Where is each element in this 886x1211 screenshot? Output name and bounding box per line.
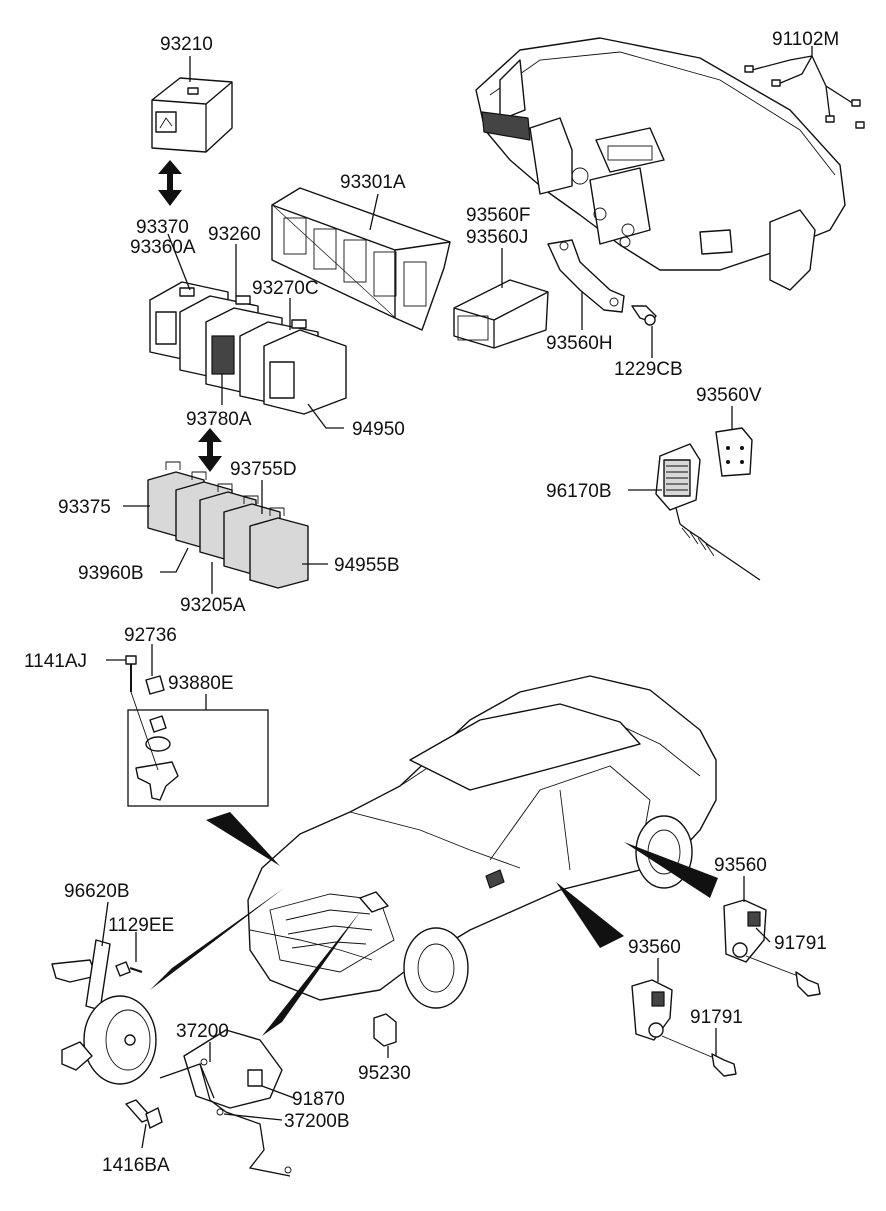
- label-1416BA: 1416BA: [102, 1155, 170, 1176]
- label-93560-lower: 93560: [628, 937, 681, 958]
- leader-1416BA: [141, 1123, 147, 1149]
- leader-93360A: [167, 233, 191, 291]
- part-93560V-illustration: [715, 427, 753, 477]
- module-93560F-illustration: [453, 279, 549, 349]
- leader-37200B: [223, 1113, 283, 1121]
- label-93755D: 93755D: [230, 459, 297, 480]
- leader-91791-a: [755, 927, 771, 943]
- label-93260: 93260: [208, 224, 261, 245]
- label-96170B: 96170B: [546, 481, 612, 502]
- label-93560V: 93560V: [696, 385, 762, 406]
- label-93205A: 93205A: [180, 595, 246, 616]
- label-1141AJ: 1141AJ: [24, 651, 87, 672]
- leader-96620B: [101, 901, 109, 947]
- double-arrow-icon: [198, 428, 222, 472]
- horn-96620B-illustration: [51, 939, 157, 1085]
- leader-93301A: [369, 193, 379, 231]
- bolt-1416BA-illustration: [125, 1099, 163, 1129]
- label-93560H: 93560H: [546, 333, 613, 354]
- label-93880E: 93880E: [168, 673, 234, 694]
- label-93560J: 93560J: [466, 227, 528, 248]
- label-93360A: 93360A: [130, 237, 196, 258]
- bolt-1141AJ-illustration: [125, 655, 137, 692]
- label-1229CB: 1229CB: [614, 359, 683, 380]
- label-37200: 37200: [176, 1021, 229, 1042]
- label-93780A: 93780A: [186, 409, 252, 430]
- harness-91102M-illustration: [744, 55, 865, 129]
- leader-91870: [261, 1085, 295, 1099]
- dashboard-illustration: [475, 37, 846, 291]
- switch-cluster-illustration: [149, 281, 347, 415]
- pointer-wedges: [150, 812, 718, 1036]
- leader-93960B: [160, 547, 189, 573]
- door-switch-lower-illustration: [631, 979, 737, 1077]
- clip-92736-illustration: [145, 675, 165, 695]
- switch-bezel-93301A-illustration: [271, 187, 451, 331]
- label-93375: 93375: [58, 497, 111, 518]
- label-91791-upper: 91791: [774, 933, 827, 954]
- label-93270C: 93270C: [252, 278, 319, 299]
- label-95230: 95230: [358, 1063, 411, 1084]
- sensor-96170B-illustration: [655, 443, 761, 581]
- label-91791-lower: 91791: [690, 1007, 743, 1028]
- relay-95230-illustration: [373, 1013, 397, 1047]
- label-93960B: 93960B: [78, 563, 144, 584]
- label-94950: 94950: [352, 419, 405, 440]
- bolt-1129EE-illustration: [115, 961, 143, 977]
- label-96620B: 96620B: [64, 881, 130, 902]
- screw-1229CB-illustration: [631, 305, 657, 326]
- leader-94950: [307, 403, 344, 429]
- label-93560F: 93560F: [466, 205, 530, 226]
- harness-37200-illustration: [159, 1029, 292, 1177]
- door-switch-upper-illustration: [723, 899, 821, 997]
- car-illustration: [247, 675, 717, 1009]
- switch-93210-illustration: [151, 77, 233, 153]
- label-93301A: 93301A: [340, 172, 406, 193]
- label-91102M: 91102M: [772, 29, 839, 50]
- hood-switch-93880E-illustration: [130, 691, 179, 801]
- bracket-93560H-illustration: [547, 239, 625, 313]
- double-arrow-icon: [158, 160, 182, 206]
- label-91870: 91870: [292, 1089, 345, 1110]
- label-37200B: 37200B: [284, 1111, 350, 1132]
- label-93370: 93370: [136, 217, 189, 238]
- inset-box: [127, 709, 269, 807]
- switch-row-illustration: [147, 461, 309, 589]
- label-1129EE: 1129EE: [108, 915, 174, 936]
- label-92736: 92736: [124, 625, 177, 646]
- label-94955B: 94955B: [334, 555, 400, 576]
- label-93210: 93210: [160, 34, 213, 55]
- label-93560-upper: 93560: [714, 855, 767, 876]
